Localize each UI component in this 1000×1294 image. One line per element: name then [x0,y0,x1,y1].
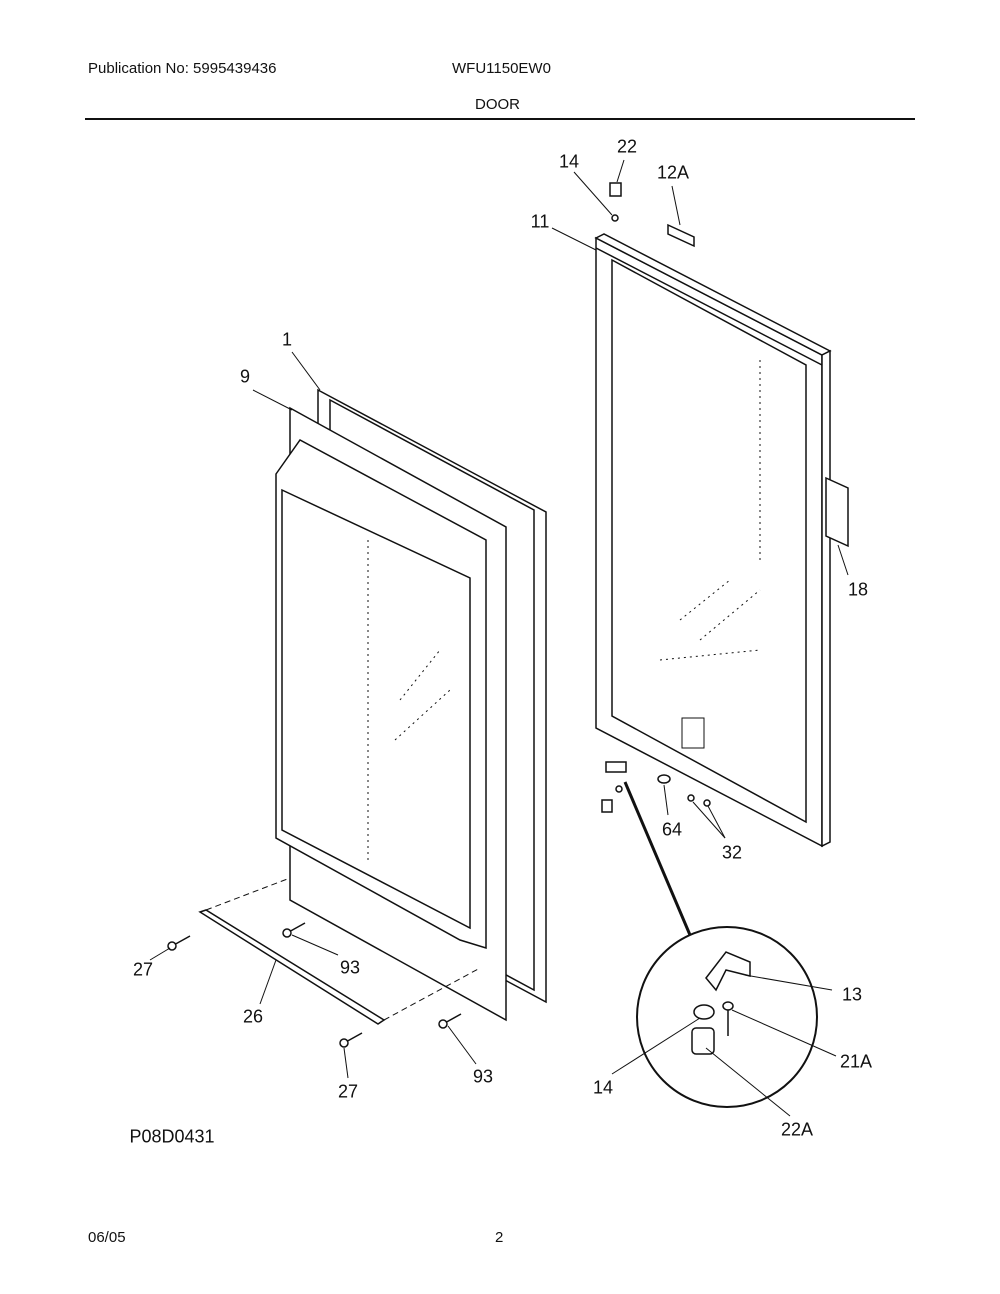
callout-9: 9 [239,366,251,387]
callout-13: 13 [841,984,863,1005]
publication-number: Publication No: 5995439436 [88,60,277,77]
detail-inset [636,926,818,1108]
hinge-bracket [605,761,627,773]
outer-door-panel [594,233,832,848]
callout-93-lower: 93 [472,1066,494,1087]
callout-18: 18 [847,579,869,600]
callout-22: 22 [616,136,638,157]
inner-door-panel [275,406,507,1022]
callout-93: 93 [339,957,361,978]
callout-21a: 21A [839,1051,873,1072]
footer-date: 06/05 [88,1229,126,1246]
callout-27-lower: 27 [337,1081,359,1102]
diagram-id: P08D0431 [129,1126,215,1147]
callout-11: 11 [530,211,550,232]
plug [657,774,671,784]
handle [825,476,849,548]
callout-1: 1 [281,329,293,350]
callout-32: 32 [721,842,743,863]
model-number: WFU1150EW0 [452,60,551,77]
washer-top [611,214,619,222]
label-plate [667,223,695,248]
callout-27: 27 [132,959,154,980]
hinge-bushing-top [609,182,622,197]
callout-14: 14 [558,151,580,172]
callout-14-detail: 14 [592,1077,614,1098]
header-rule [85,118,915,120]
callout-26: 26 [242,1006,264,1027]
callout-22a: 22A [780,1119,814,1140]
callout-64: 64 [661,819,683,840]
section-title: DOOR [475,96,520,113]
callout-12a: 12A [656,162,690,183]
page-number: 2 [495,1229,504,1246]
